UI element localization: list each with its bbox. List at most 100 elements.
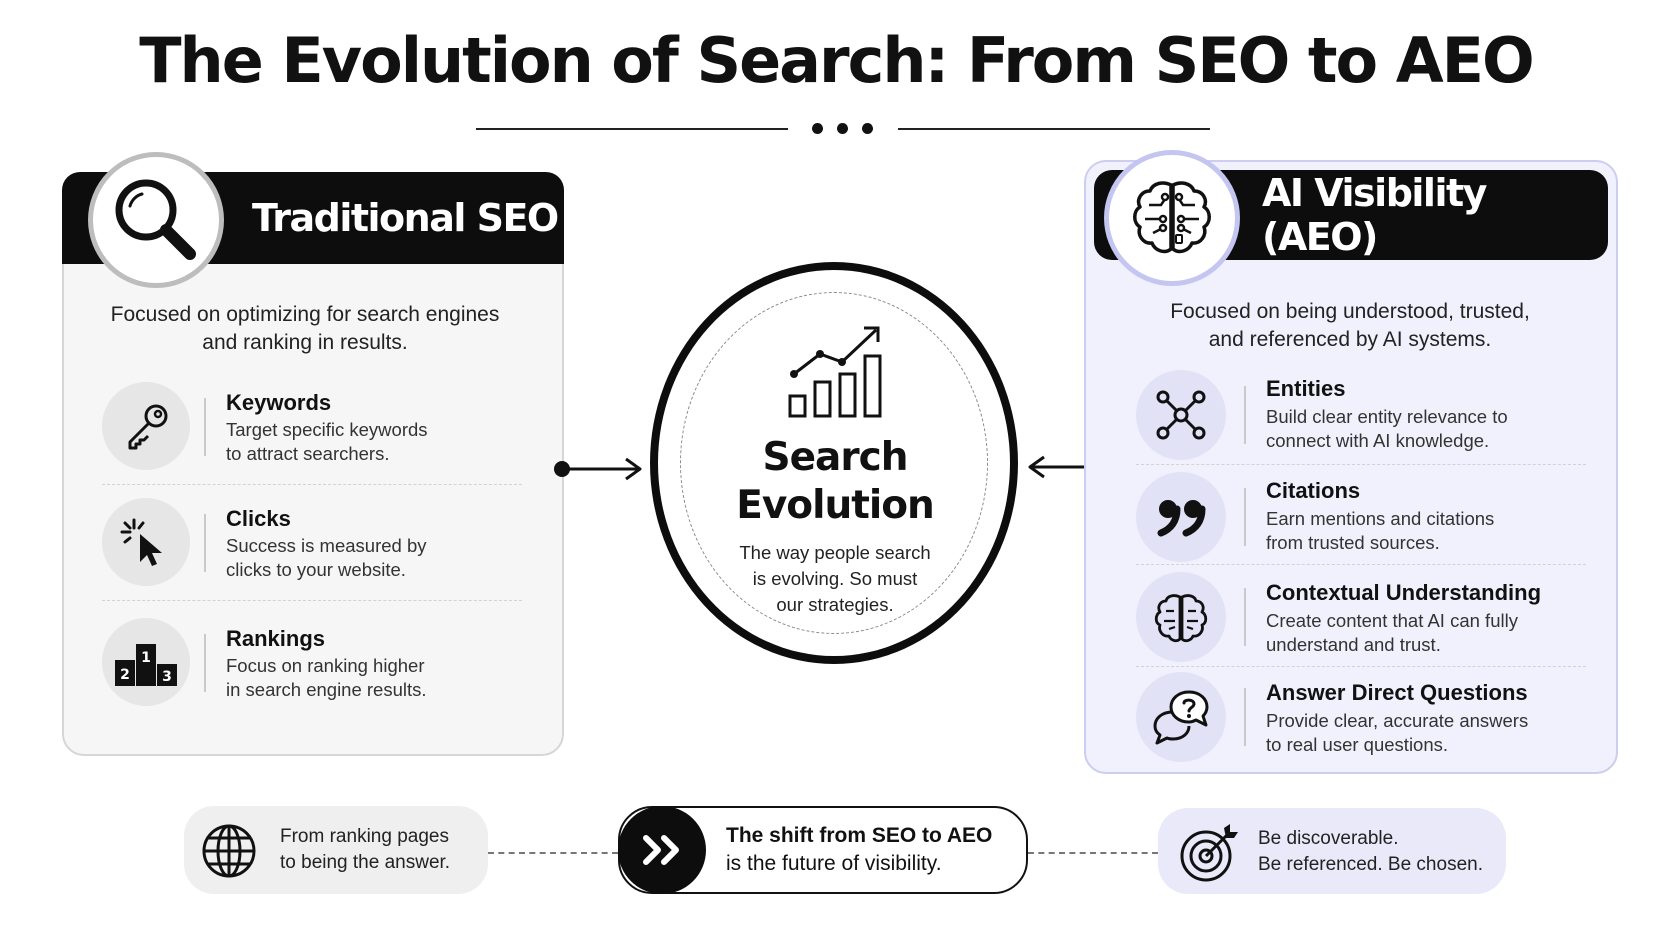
- entities-icon-circle: [1136, 370, 1226, 460]
- rankings-text: Focus on ranking higher in search engine…: [226, 654, 496, 702]
- key-icon: [128, 404, 168, 450]
- magnifier-icon: [115, 179, 196, 260]
- center-title: Search Evolution: [690, 434, 980, 530]
- rankings-text-line: Focus on ranking higher: [226, 655, 425, 676]
- entities-title: Entities: [1266, 376, 1346, 401]
- bottom-connector-left: [488, 852, 618, 854]
- seo-separator: [102, 484, 522, 485]
- center-subtitle: The way people search is evolving. So mu…: [710, 540, 960, 618]
- rankings-divider: [204, 634, 206, 692]
- aeo-description-line: and referenced by AI systems.: [1208, 328, 1492, 351]
- questions-icon-circle: [1136, 672, 1226, 762]
- aeo-description-line: Focused on being understood, trusted,: [1170, 300, 1530, 323]
- cursor-click-icon: [120, 518, 162, 566]
- citations-text-line: from trusted sources.: [1266, 532, 1440, 553]
- rankings-title: Rankings: [226, 626, 326, 651]
- growth-chart-icon: [788, 326, 882, 418]
- contextual-title: Contextual Understanding: [1266, 580, 1542, 605]
- citations-title: Citations: [1266, 478, 1361, 503]
- entities-text: Build clear entity relevance to connect …: [1266, 405, 1596, 453]
- double-chevron-right-icon: [643, 835, 679, 865]
- bottom-right-line: Be discoverable.: [1258, 828, 1399, 849]
- contextual-text-line: Create content that AI can fully: [1266, 610, 1518, 631]
- seo-separator: [102, 600, 522, 601]
- contextual-divider: [1244, 588, 1246, 646]
- aeo-description: Focused on being understood, trusted, an…: [1130, 298, 1570, 354]
- aeo-badge: [1104, 150, 1240, 286]
- clicks-divider: [204, 514, 206, 572]
- keywords-text-line: to attract searchers.: [226, 443, 390, 464]
- bottom-right-line: Be referenced. Be chosen.: [1258, 854, 1483, 875]
- clicks-text-line: Success is measured by: [226, 535, 427, 556]
- title-dot: [812, 123, 823, 134]
- aeo-separator: [1136, 666, 1586, 667]
- title-rule-right: [898, 128, 1210, 130]
- left-connector-arrow: [554, 457, 642, 481]
- rankings-text-line: in search engine results.: [226, 679, 427, 700]
- title-dot: [862, 123, 873, 134]
- center-subtitle-line: is evolving. So must: [752, 568, 918, 589]
- rankings-icon-circle: 1 2 3: [102, 618, 190, 706]
- target-icon: [1180, 824, 1238, 882]
- contextual-text-line: understand and trust.: [1266, 634, 1441, 655]
- quote-icon: [1157, 500, 1206, 537]
- ai-brain-icon: [1133, 181, 1211, 254]
- podium-first-label: 1: [141, 650, 151, 666]
- aeo-heading: AI Visibility (AEO): [1262, 171, 1487, 259]
- bottom-center-line: The shift from SEO to AEO: [726, 822, 992, 850]
- center-subtitle-line: our strategies.: [776, 594, 894, 615]
- citations-divider: [1244, 488, 1246, 546]
- questions-title: Answer Direct Questions: [1266, 680, 1528, 705]
- shift-badge: [618, 806, 706, 894]
- bottom-connector-right: [1028, 852, 1158, 854]
- keywords-text-line: Target specific keywords: [226, 419, 428, 440]
- questions-text-line: Provide clear, accurate answers: [1266, 710, 1529, 731]
- title-dot: [837, 123, 848, 134]
- bottom-left-text: From ranking pages to being the answer.: [280, 824, 450, 876]
- bottom-center-bold: The shift from SEO to AEO: [726, 824, 993, 847]
- entities-divider: [1244, 386, 1246, 444]
- questions-text: Provide clear, accurate answers to real …: [1266, 709, 1596, 757]
- clicks-text-line: clicks to your website.: [226, 559, 406, 580]
- center-title-line: Search: [762, 435, 909, 480]
- center-dashed-ring: [680, 292, 988, 634]
- questions-text-line: to real user questions.: [1266, 734, 1449, 755]
- entities-text-line: connect with AI knowledge.: [1266, 430, 1490, 451]
- entities-text-line: Build clear entity relevance to: [1266, 406, 1508, 427]
- center-subtitle-line: The way people search: [739, 542, 931, 563]
- network-icon: [1156, 390, 1206, 440]
- center-title-line: Evolution: [736, 483, 935, 528]
- keywords-title: Keywords: [226, 390, 332, 415]
- citations-text: Earn mentions and citations from trusted…: [1266, 507, 1596, 555]
- bottom-right-text: Be discoverable. Be referenced. Be chose…: [1258, 826, 1483, 878]
- podium-second-label: 2: [120, 667, 130, 683]
- title-rule-left: [476, 128, 788, 130]
- brain-icon: [1154, 594, 1208, 643]
- questions-divider: [1244, 688, 1246, 746]
- contextual-text: Create content that AI can fully underst…: [1266, 609, 1596, 657]
- globe-icon: [202, 824, 256, 878]
- question-chat-icon: [1153, 690, 1209, 745]
- contextual-icon-circle: [1136, 572, 1226, 662]
- podium-third-label: 3: [162, 669, 172, 685]
- bottom-center-text: The shift from SEO to AEO is the future …: [726, 822, 992, 878]
- aeo-separator: [1136, 564, 1586, 565]
- podium-icon: 1 2 3: [115, 644, 177, 686]
- aeo-separator: [1136, 464, 1586, 465]
- citations-text-line: Earn mentions and citations: [1266, 508, 1495, 529]
- page-title: The Evolution of Search: From SEO to AEO: [139, 24, 1534, 97]
- bottom-left-line: to being the answer.: [280, 852, 451, 873]
- citations-icon-circle: [1136, 472, 1226, 562]
- keywords-divider: [204, 398, 206, 456]
- clicks-icon-circle: [102, 498, 190, 586]
- bottom-left-line: From ranking pages: [280, 826, 449, 847]
- clicks-title: Clicks: [226, 506, 291, 531]
- keywords-icon-circle: [102, 382, 190, 470]
- bottom-pill-right: [1158, 808, 1506, 894]
- keywords-text: Target specific keywords to attract sear…: [226, 418, 496, 466]
- seo-description: Focused on optimizing for search engines…: [110, 303, 500, 354]
- seo-badge: [88, 152, 224, 288]
- bottom-center-line: is the future of visibility.: [726, 852, 942, 875]
- seo-heading: Traditional SEO: [252, 196, 559, 240]
- clicks-text: Success is measured by clicks to your we…: [226, 534, 496, 582]
